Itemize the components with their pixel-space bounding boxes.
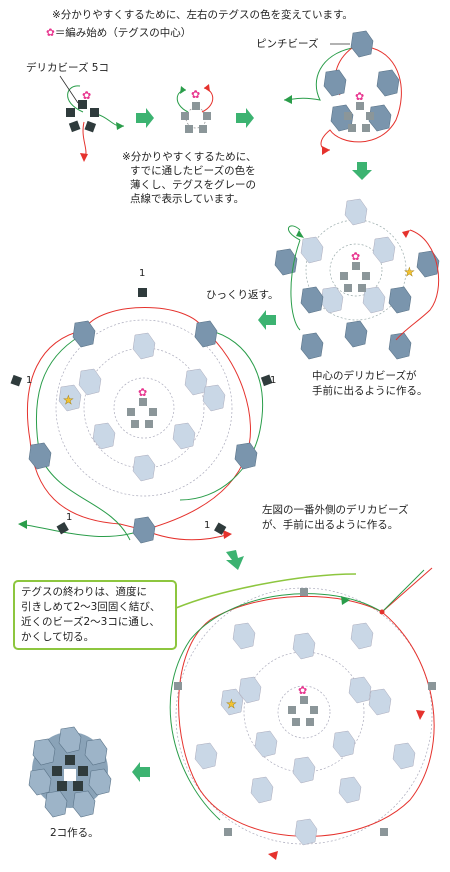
- flip-label: ひっくり返す。: [206, 289, 279, 301]
- pinch-label: ピンチビーズ: [256, 38, 319, 50]
- step6-beads: ✿ ★: [174, 588, 436, 846]
- flower-icon: ✿: [191, 88, 200, 101]
- step3-pinch-ring: ✿: [283, 30, 402, 155]
- flower-icon: ✿: [46, 27, 55, 39]
- finish-note-line-1: テグスの終わりは、適度に: [21, 586, 147, 598]
- star-icon: ★: [63, 393, 74, 407]
- center-note-line-2: 手前に出るように作る。: [312, 385, 428, 397]
- count-label: 1: [26, 375, 33, 386]
- outer-note-line-2: が、手前に出るように作る。: [262, 519, 399, 531]
- finished-bead-ball: [28, 726, 112, 818]
- step6-guides: [175, 587, 433, 845]
- count-label: 1: [139, 268, 146, 279]
- dotted-note-line-2: すでに通したビーズの色を: [130, 165, 256, 177]
- top-note: ※分かりやすくするために、左右のテグスの色を変えています。: [52, 9, 353, 21]
- flower-icon: ✿: [138, 386, 147, 399]
- legend-row: ✿＝編み始め（テグスの中心）: [46, 26, 191, 40]
- dotted-note-line-4: 点線で表示しています。: [130, 193, 245, 205]
- arrow-left-icon: [132, 762, 150, 782]
- outer-note-line-1: 左図の一番外側のデリカビーズ: [262, 504, 409, 516]
- delica-label: デリカビーズ 5コ: [26, 62, 109, 74]
- flower-icon: ✿: [298, 684, 307, 697]
- step4-flower: [305, 219, 407, 321]
- count-label: 1: [204, 520, 211, 531]
- flower-icon: ✿: [82, 89, 91, 102]
- flower-icon: ✿: [355, 90, 364, 103]
- center-note-line-1: 中心のデリカビーズが: [312, 370, 417, 382]
- finish-note-line-4: かくして切る。: [21, 631, 95, 643]
- star-icon: ★: [226, 697, 237, 711]
- step1-delica-ring: ✿: [59, 75, 125, 162]
- finish-note-line-2: 引きしめて2〜3回固く結び、: [21, 601, 161, 613]
- arrow-left-icon: [258, 310, 276, 330]
- step6-threads: [169, 567, 435, 860]
- count-label: 1: [66, 512, 73, 523]
- finish-note-line-3: 近くのビーズ2〜3コに通し、: [21, 616, 160, 628]
- finish-note-callout: テグスの終わりは、適度に 引きしめて2〜3回固く結び、 近くのビーズ2〜3コに通…: [13, 580, 177, 650]
- legend-text: ＝編み始め（テグスの中心）: [54, 27, 192, 39]
- step4-beads: ✿ ★: [274, 198, 440, 360]
- count-label: 1: [270, 375, 277, 386]
- arrow-down-icon: [352, 162, 372, 180]
- make-two-label: 2コ作る。: [50, 827, 99, 839]
- flower-icon: ✿: [351, 250, 360, 263]
- step5-guides: [55, 319, 233, 497]
- arrow-right-icon: [236, 108, 254, 128]
- star-icon: ★: [404, 265, 415, 279]
- dotted-note-line-3: 薄くし、テグスをグレーの: [130, 179, 256, 191]
- arrow-down-icon: [226, 550, 244, 570]
- step2-delica-ring: ✿: [176, 84, 214, 133]
- arrow-right-icon: [136, 108, 154, 128]
- step5-beads: ✿ ★: [10, 288, 273, 544]
- dotted-note-line-1: ※分かりやすくするために、: [122, 151, 257, 163]
